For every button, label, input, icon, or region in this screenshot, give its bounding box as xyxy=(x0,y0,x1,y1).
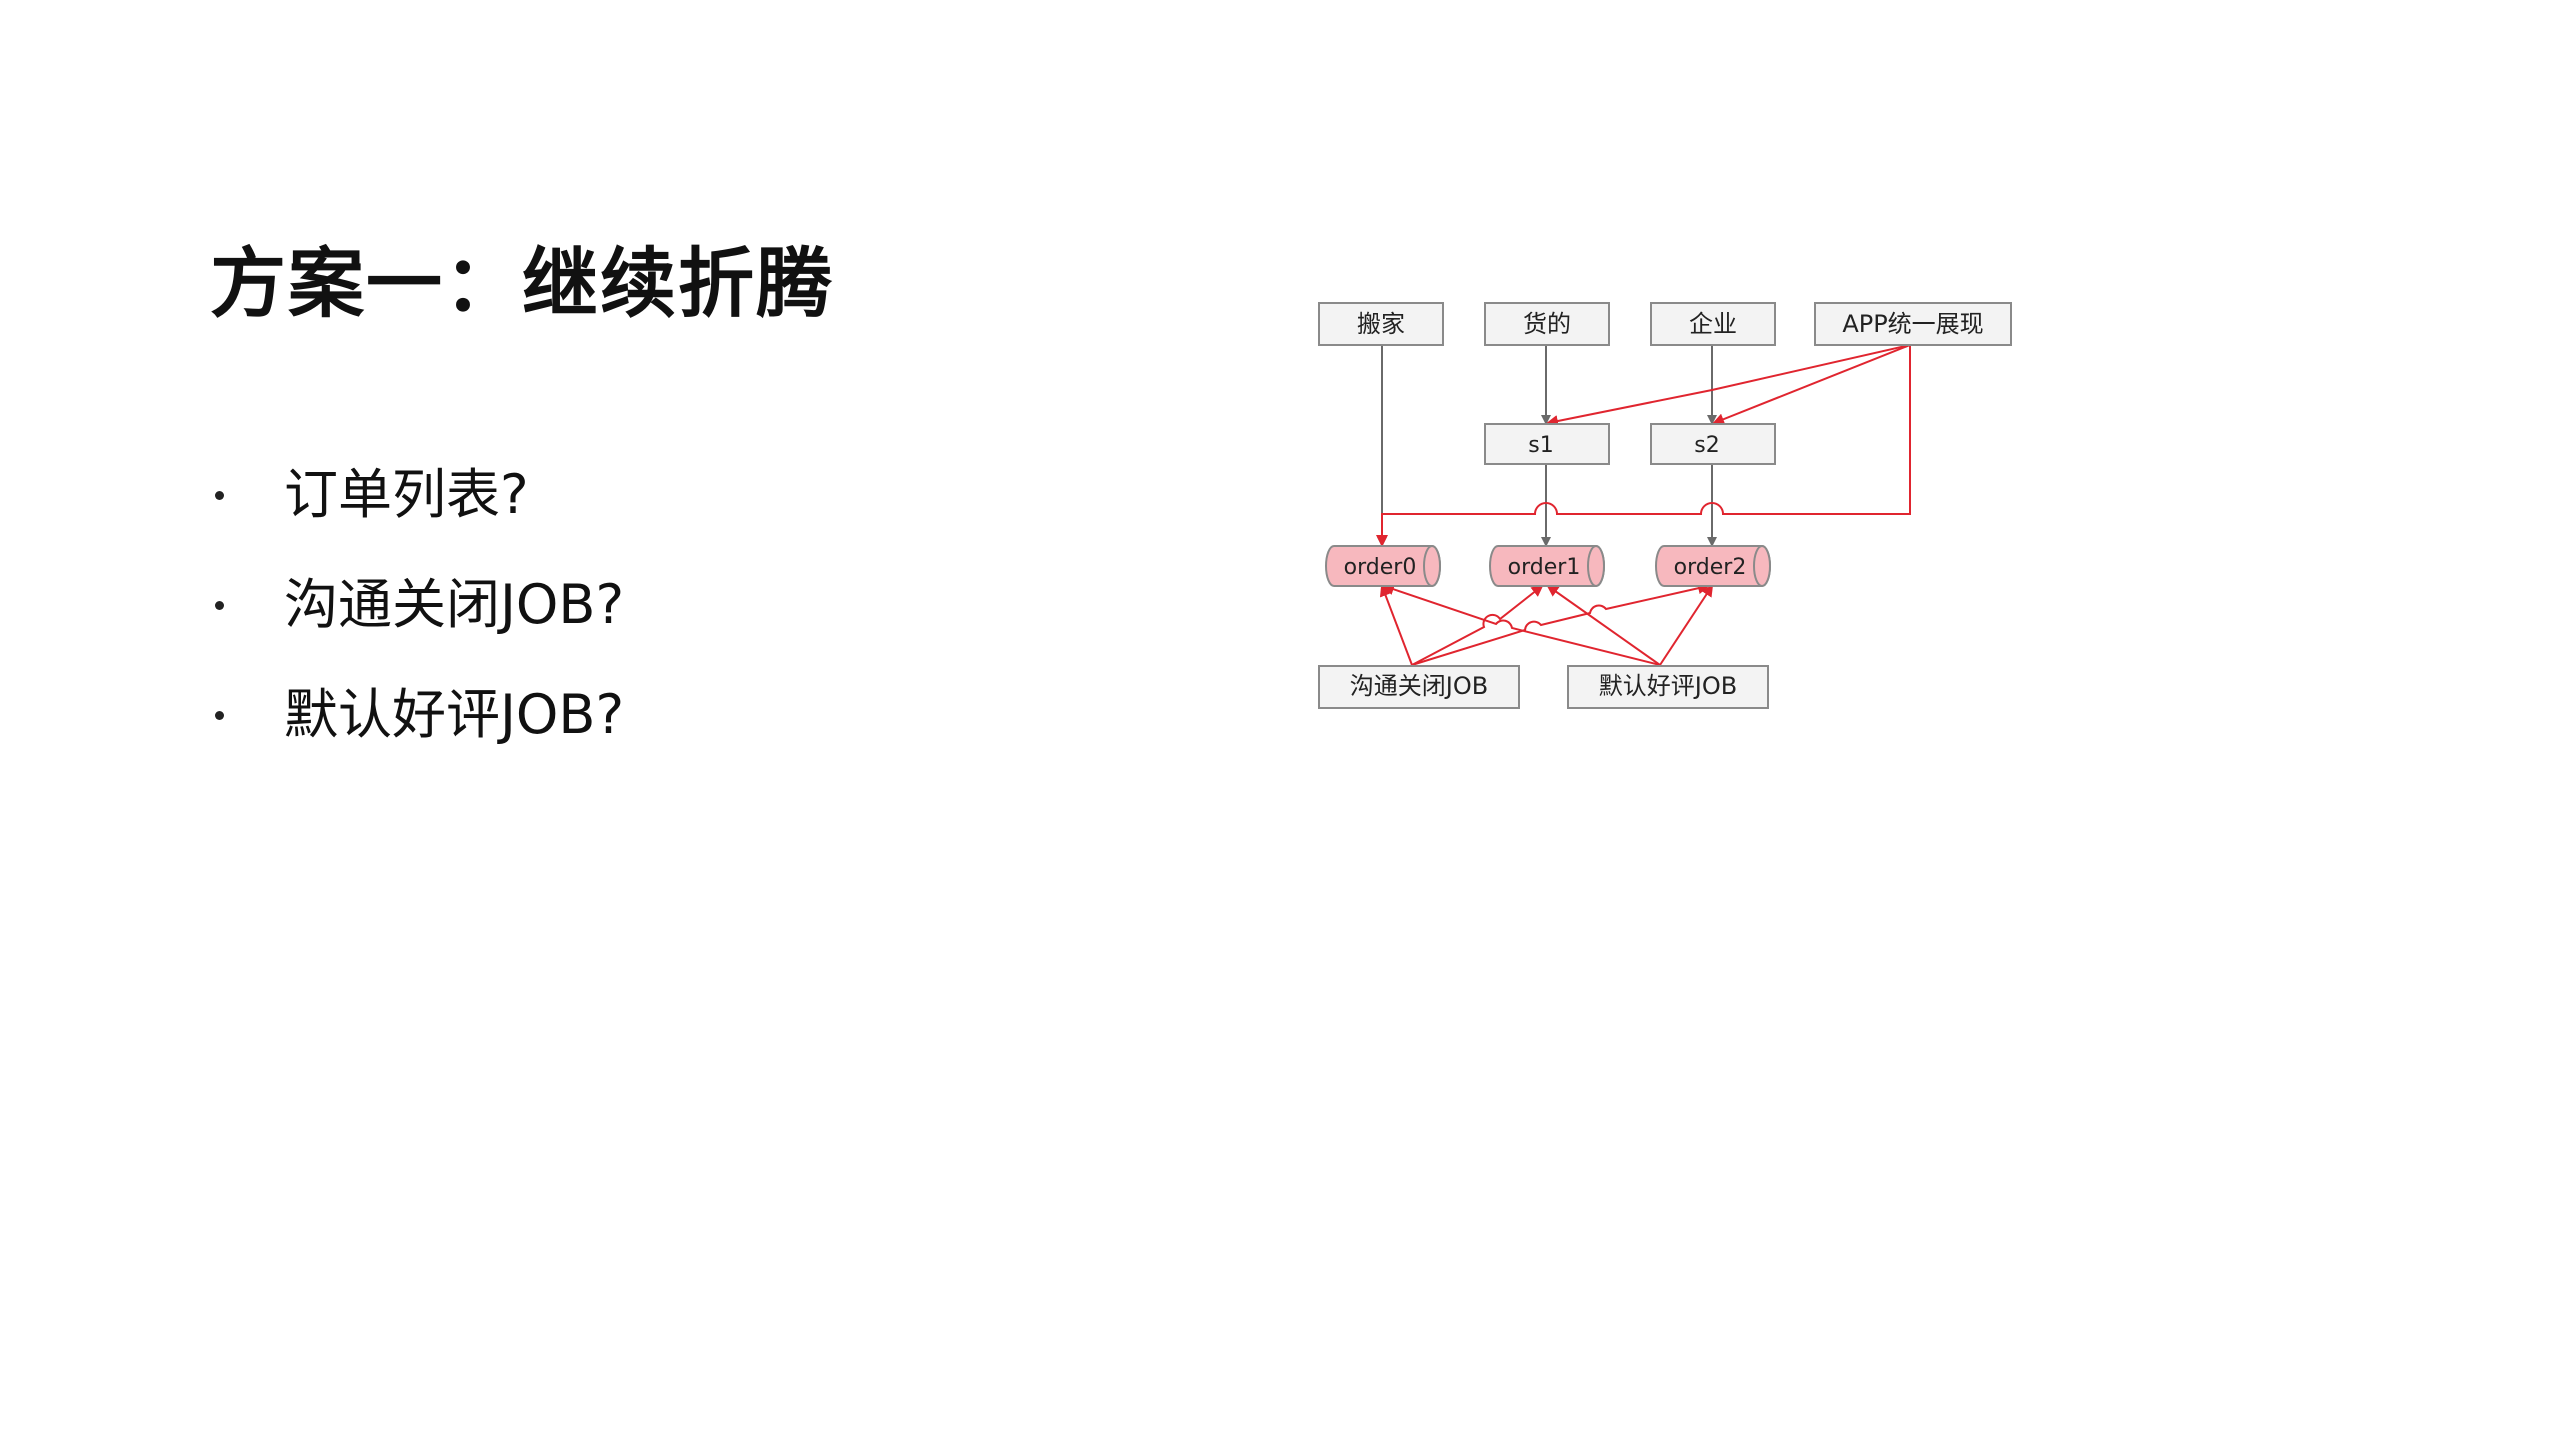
bullet-list: 订单列表? 沟通关闭JOB? 默认好评JOB? xyxy=(205,440,624,770)
bullet-text: 默认好评JOB? xyxy=(284,683,625,746)
job-label: 默认好评JOB xyxy=(1599,672,1737,700)
bullet-dot-icon xyxy=(215,710,224,720)
service-box-s1: s1 xyxy=(1484,423,1610,465)
source-label: 货的 xyxy=(1523,310,1571,338)
bullet-dot-icon xyxy=(215,600,224,610)
connector-closejob-order2 xyxy=(1411,582,1710,666)
source-box-qiye: 企业 xyxy=(1650,302,1776,346)
source-box-huode: 货的 xyxy=(1484,302,1610,346)
source-box-banjia: 搬家 xyxy=(1318,302,1444,346)
source-label: APP统一展现 xyxy=(1842,310,1983,338)
source-box-app: APP统一展现 xyxy=(1814,302,2012,346)
bullet-dot-icon xyxy=(215,490,224,500)
job-box-review: 默认好评JOB xyxy=(1567,665,1769,709)
source-label: 企业 xyxy=(1689,310,1737,338)
service-label: s1 xyxy=(1528,433,1553,458)
connector-reviewjob-order1 xyxy=(1546,584,1661,666)
write-connectors xyxy=(1377,345,1717,547)
connector-app-s2 xyxy=(1712,344,1911,425)
connector-reviewjob-order0 xyxy=(1382,583,1661,666)
bullet-item: 订单列表? xyxy=(205,440,624,550)
architecture-diagram: 搬家 货的 企业 APP统一展现 s1 s2 order0 xyxy=(1318,302,2012,709)
bullet-text: 订单列表? xyxy=(284,463,529,526)
connector-app-order0 xyxy=(1376,345,1911,547)
service-box-s2: s2 xyxy=(1650,423,1776,465)
bullet-item: 沟通关闭JOB? xyxy=(205,550,624,660)
database-order1: order1 xyxy=(1489,545,1605,587)
connector-reviewjob-order2 xyxy=(1659,584,1714,666)
job-box-close: 沟通关闭JOB xyxy=(1318,665,1520,709)
bullet-text: 沟通关闭JOB? xyxy=(284,573,625,636)
database-label: order0 xyxy=(1344,555,1417,580)
database-label: order1 xyxy=(1508,555,1581,580)
connector-closejob-order1 xyxy=(1411,584,1544,666)
database-label: order2 xyxy=(1674,555,1747,580)
read-connectors xyxy=(1376,344,1911,666)
slide-title: 方案一：继续折腾 xyxy=(210,239,834,328)
bullet-item: 默认好评JOB? xyxy=(205,660,624,770)
database-order0: order0 xyxy=(1325,545,1441,587)
connector-closejob-order0 xyxy=(1379,584,1413,666)
service-label: s2 xyxy=(1694,433,1719,458)
database-order2: order2 xyxy=(1655,545,1771,587)
connector-app-s1 xyxy=(1546,344,1911,427)
job-label: 沟通关闭JOB xyxy=(1350,672,1488,700)
source-label: 搬家 xyxy=(1357,310,1405,338)
